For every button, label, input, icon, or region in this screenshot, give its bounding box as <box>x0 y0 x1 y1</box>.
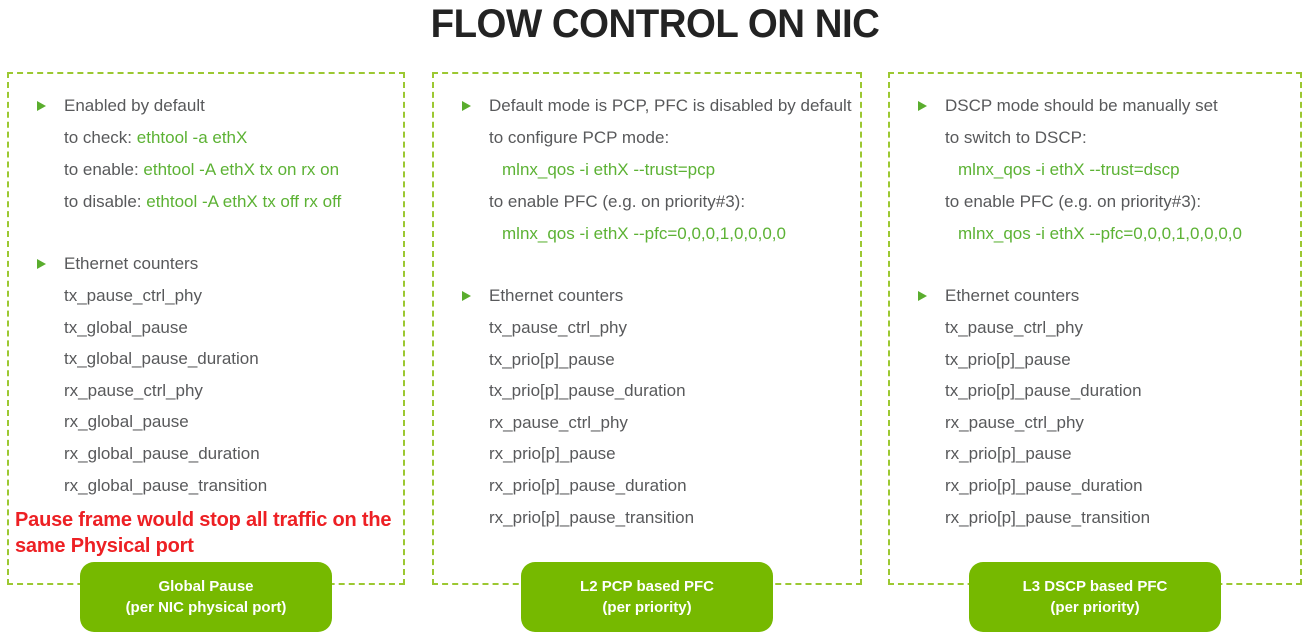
command-line: to enable: ethtool -A ethX tx on rx on <box>9 154 403 186</box>
counter-item: rx_prio[p]_pause <box>945 444 1072 464</box>
bullet-label: Ethernet counters <box>64 254 199 273</box>
arrow-bullet-icon <box>918 101 927 111</box>
bullet-label: Ethernet counters <box>945 286 1080 305</box>
counter-item: tx_prio[p]_pause_duration <box>945 381 1142 401</box>
bullet-item: Ethernet counters <box>434 280 860 312</box>
command-code: ethtool -A ethX tx off rx off <box>146 192 342 211</box>
bullet-label: Ethernet counters <box>489 286 624 305</box>
command-label: to check: <box>64 128 137 147</box>
counter-item: tx_prio[p]_pause <box>489 349 615 369</box>
command-label-line: to enable PFC (e.g. on priority#3): <box>489 192 746 211</box>
command-code-line: mlnx_qos -i ethX --pfc=0,0,0,1,0,0,0,0 <box>958 224 1242 243</box>
bullet-label: Enabled by default <box>64 96 205 115</box>
counter-item: tx_global_pause <box>64 317 188 337</box>
counter-item: rx_pause_ctrl_phy <box>489 412 628 432</box>
counter-item: tx_prio[p]_pause <box>945 349 1071 369</box>
command-label-line: to enable PFC (e.g. on priority#3): <box>945 192 1202 211</box>
command-label: to enable: <box>64 160 144 179</box>
bullet-item: Ethernet counters <box>9 248 403 280</box>
counter-item: tx_prio[p]_pause_duration <box>489 381 686 401</box>
counter-item: rx_pause_ctrl_phy <box>64 380 203 400</box>
bullet-item: Default mode is PCP, PFC is disabled by … <box>434 90 860 122</box>
panel-global-pause: Enabled by default to check: ethtool -a … <box>7 72 405 632</box>
arrow-bullet-icon <box>462 101 471 111</box>
bullet-label: DSCP mode should be manually set <box>945 96 1218 115</box>
command-code-line: mlnx_qos -i ethX --pfc=0,0,0,1,0,0,0,0 <box>502 224 786 243</box>
counter-item: tx_pause_ctrl_phy <box>945 318 1083 337</box>
badge-subtitle: (per priority) <box>602 599 692 616</box>
warning-text: Pause frame would stop all traffic on th… <box>15 509 392 558</box>
counter-item: rx_prio[p]_pause <box>489 444 616 464</box>
command-line: to disable: ethtool -A ethX tx off rx of… <box>9 186 403 218</box>
badge-subtitle: (per NIC physical port) <box>125 599 287 616</box>
counters-group: Ethernet counters tx_pause_ctrl_phy tx_p… <box>890 280 1300 533</box>
command-code-line: mlnx_qos -i ethX --trust=dscp <box>958 160 1180 179</box>
page-title: FLOW CONTROL ON NIC <box>430 2 880 46</box>
counter-item: tx_global_pause_duration <box>64 349 259 369</box>
command-label-line: to configure PCP mode: <box>489 128 670 147</box>
counter-item: rx_prio[p]_pause_transition <box>945 507 1151 527</box>
counter-item: rx_pause_ctrl_phy <box>945 412 1084 432</box>
command-label: to disable: <box>64 192 147 211</box>
counter-item: tx_pause_ctrl_phy <box>64 286 202 305</box>
bullet-item: Ethernet counters <box>890 280 1300 312</box>
badge-subtitle: (per priority) <box>1050 599 1140 616</box>
badge-title: L2 PCP based PFC <box>580 578 714 595</box>
bullet-item: DSCP mode should be manually set <box>890 90 1300 122</box>
counters-group: Ethernet counters tx_pause_ctrl_phy tx_g… <box>9 248 403 501</box>
badge-l2-pcp-pfc: L2 PCP based PFC (per priority) <box>521 562 773 632</box>
counter-item: rx_prio[p]_pause_duration <box>945 475 1143 495</box>
counter-item: rx_prio[p]_pause_transition <box>489 507 695 527</box>
command-label-line: to switch to DSCP: <box>945 128 1087 147</box>
arrow-bullet-icon <box>918 291 927 301</box>
badge-global-pause: Global Pause (per NIC physical port) <box>80 562 332 632</box>
command-code-line: mlnx_qos -i ethX --trust=pcp <box>502 160 716 179</box>
command-code: ethtool -a ethX <box>136 128 248 147</box>
counter-item: rx_global_pause <box>64 412 189 432</box>
counters-group: Ethernet counters tx_pause_ctrl_phy tx_p… <box>434 280 860 533</box>
counter-item: rx_prio[p]_pause_duration <box>489 475 687 495</box>
bullet-label: Default mode is PCP, PFC is disabled by … <box>489 96 852 115</box>
counter-item: tx_pause_ctrl_phy <box>489 318 627 337</box>
arrow-bullet-icon <box>37 259 46 269</box>
badge-title: Global Pause <box>158 578 254 595</box>
command-line: to check: ethtool -a ethX <box>9 122 403 154</box>
counter-item: rx_global_pause_duration <box>64 443 260 463</box>
badge-l3-dscp-pfc: L3 DSCP based PFC (per priority) <box>969 562 1221 632</box>
command-code: ethtool -A ethX tx on rx on <box>143 160 340 179</box>
panel-l2-pcp-pfc: Default mode is PCP, PFC is disabled by … <box>432 72 862 632</box>
arrow-bullet-icon <box>37 101 46 111</box>
counter-item: rx_global_pause_transition <box>64 475 268 495</box>
arrow-bullet-icon <box>462 291 471 301</box>
badge-title: L3 DSCP based PFC <box>1022 578 1168 595</box>
panel-l3-dscp-pfc: DSCP mode should be manually set to swit… <box>888 72 1302 632</box>
bullet-item: Enabled by default <box>9 90 403 122</box>
